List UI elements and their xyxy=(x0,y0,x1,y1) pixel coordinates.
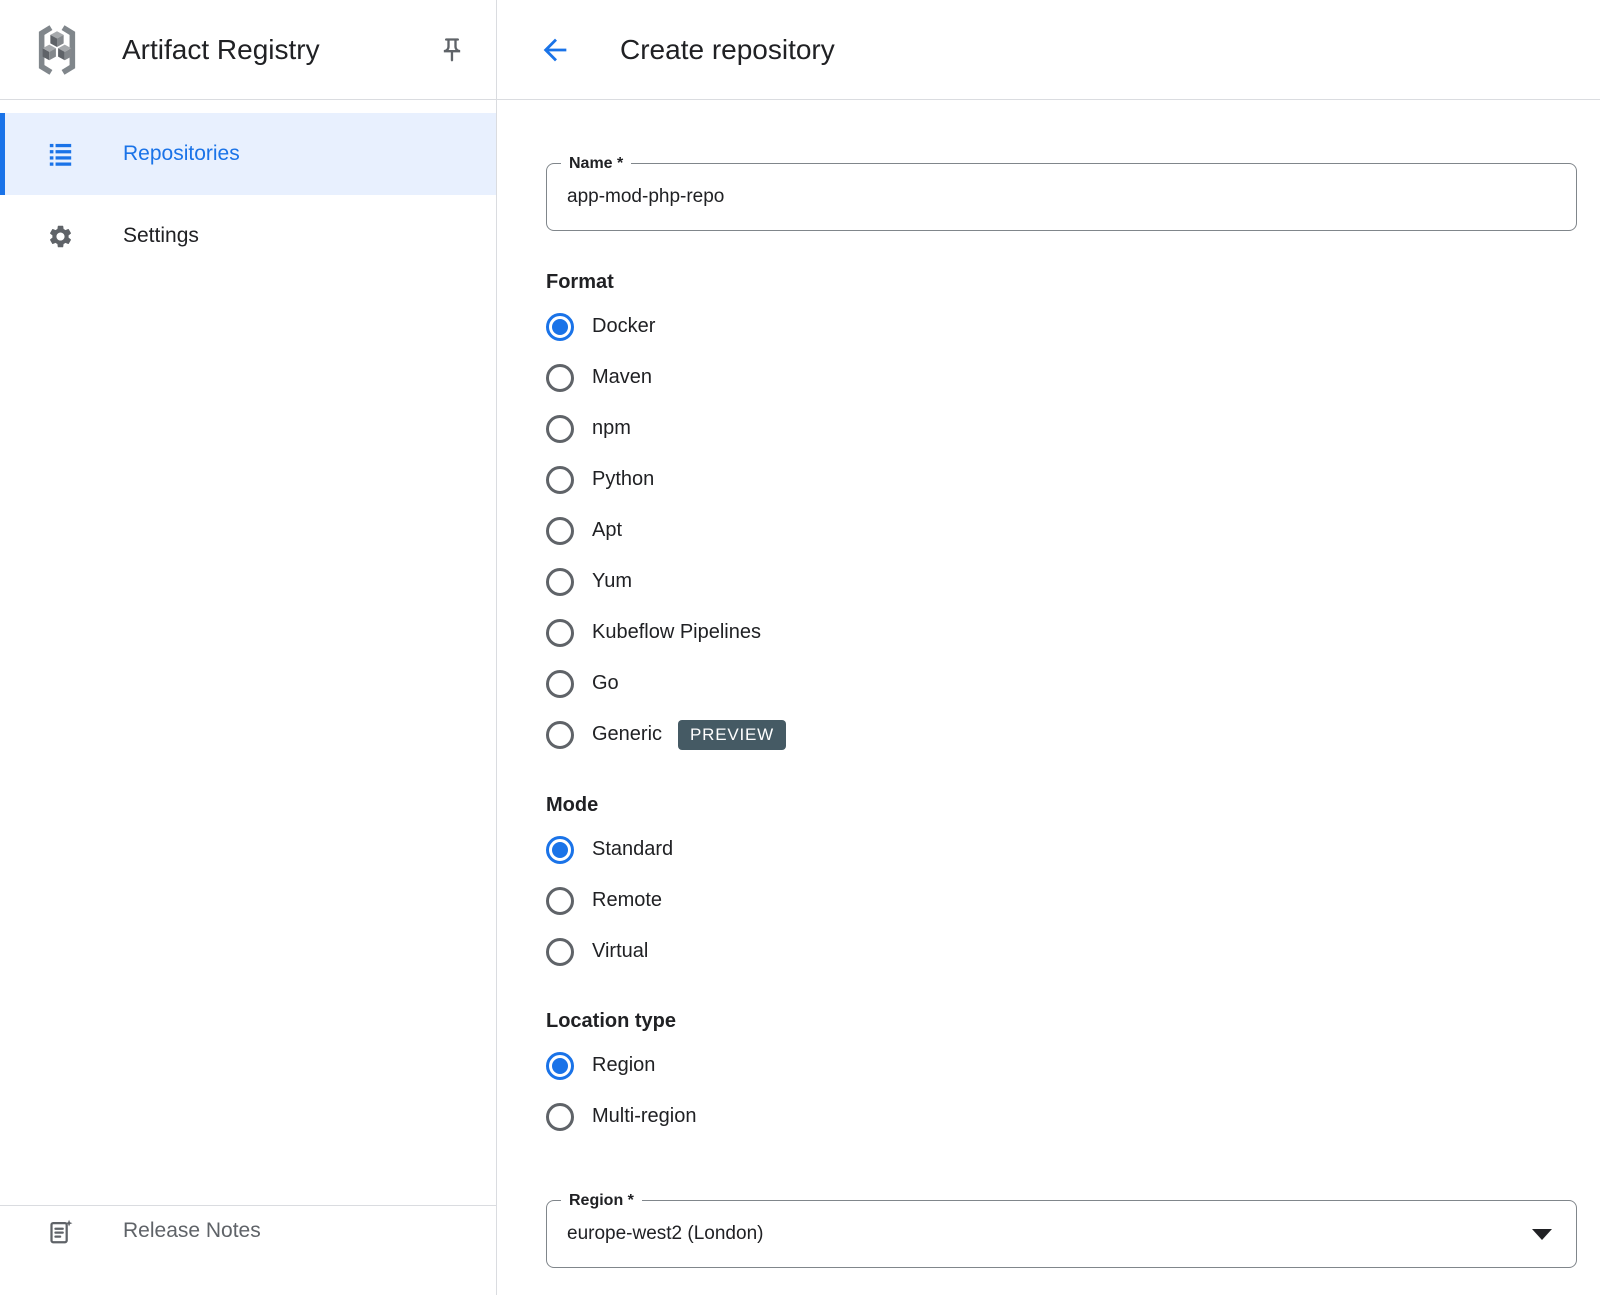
radio-option-label: Kubeflow Pipelines xyxy=(592,621,761,643)
format-radio-option[interactable]: Python xyxy=(546,454,1577,505)
app-title: Artifact Registry xyxy=(122,33,320,65)
format-section-label: Format xyxy=(546,271,614,293)
back-arrow-icon[interactable] xyxy=(538,33,572,67)
radio-option-label: Maven xyxy=(592,366,653,388)
page-header: Create repository xyxy=(497,0,1600,100)
release-notes-link[interactable]: Release Notes xyxy=(0,1207,496,1255)
format-radio-option[interactable]: Go xyxy=(546,658,1577,709)
sidebar-nav: Repositories Settings xyxy=(0,100,496,1205)
radio-option-label: Python xyxy=(592,468,655,490)
name-field-label: Name * xyxy=(561,154,632,173)
radio-option-label: Yum xyxy=(592,570,633,592)
name-input[interactable] xyxy=(547,164,1576,230)
radio-icon[interactable] xyxy=(546,669,574,698)
radio-icon[interactable] xyxy=(546,835,574,864)
radio-icon[interactable] xyxy=(546,567,574,596)
radio-icon[interactable] xyxy=(546,363,574,392)
region-field-label: Region * xyxy=(561,1191,642,1210)
release-notes-icon xyxy=(47,1218,74,1245)
radio-option-label: Region xyxy=(592,1054,656,1076)
radio-icon[interactable] xyxy=(546,1051,574,1080)
location-type-section: Location type Region Multi-region xyxy=(546,1008,1577,1142)
sidebar-header: Artifact Registry xyxy=(0,0,496,100)
radio-option-label: Docker xyxy=(592,315,656,337)
radio-icon[interactable] xyxy=(546,886,574,915)
release-notes-label: Release Notes xyxy=(123,1219,261,1242)
page-title: Create repository xyxy=(620,33,835,65)
region-selected-value: europe-west2 (London) xyxy=(567,1223,764,1244)
format-radio-group: Docker Maven npm xyxy=(546,301,1577,760)
radio-icon[interactable] xyxy=(546,465,574,494)
radio-option-label: Go xyxy=(592,672,619,694)
radio-option-label: Standard xyxy=(592,838,674,860)
format-radio-option[interactable]: npm xyxy=(546,403,1577,454)
mode-radio-option[interactable]: Virtual xyxy=(546,926,1577,977)
format-radio-option[interactable]: Apt xyxy=(546,505,1577,556)
radio-option-label: Virtual xyxy=(592,940,649,962)
format-section: Format Docker Maven xyxy=(546,269,1577,760)
location-type-radio-option[interactable]: Multi-region xyxy=(546,1091,1577,1142)
mode-section: Mode Standard Remote xyxy=(546,792,1577,977)
radio-icon[interactable] xyxy=(546,312,574,341)
format-radio-option[interactable]: Maven xyxy=(546,352,1577,403)
artifact-registry-logo-icon xyxy=(28,21,86,79)
mode-radio-option[interactable]: Remote xyxy=(546,875,1577,926)
radio-option-label: Remote xyxy=(592,889,663,911)
preview-badge: PREVIEW xyxy=(678,719,787,750)
main-panel: Create repository Name * Format Docker xyxy=(497,0,1600,1295)
radio-icon[interactable] xyxy=(546,937,574,966)
sidebar-item-repositories[interactable]: Repositories xyxy=(0,113,496,195)
pin-icon[interactable] xyxy=(438,36,466,64)
sidebar-footer: Release Notes xyxy=(0,1205,496,1295)
list-icon xyxy=(47,141,74,168)
radio-option-label: Apt xyxy=(592,519,623,541)
name-field-container: Name * xyxy=(546,154,1577,231)
radio-option-label: npm xyxy=(592,417,631,439)
gear-icon xyxy=(47,223,74,250)
mode-radio-group: Standard Remote Virtual xyxy=(546,824,1577,977)
region-select[interactable]: Region * europe-west2 (London) xyxy=(546,1191,1577,1268)
mode-section-label: Mode xyxy=(546,794,599,816)
radio-option-label: Generic xyxy=(592,723,663,745)
format-radio-option[interactable]: Generic PREVIEW xyxy=(546,709,1577,760)
radio-icon[interactable] xyxy=(546,1102,574,1131)
dropdown-caret-icon xyxy=(1532,1229,1552,1240)
location-type-radio-group: Region Multi-region xyxy=(546,1040,1577,1142)
format-radio-option[interactable]: Yum xyxy=(546,556,1577,607)
radio-icon[interactable] xyxy=(546,618,574,647)
format-radio-option[interactable]: Kubeflow Pipelines xyxy=(546,607,1577,658)
radio-icon[interactable] xyxy=(546,516,574,545)
radio-option-label: Multi-region xyxy=(592,1105,697,1127)
radio-icon[interactable] xyxy=(546,414,574,443)
mode-radio-option[interactable]: Standard xyxy=(546,824,1577,875)
radio-icon[interactable] xyxy=(546,720,574,749)
sidebar: Artifact Registry Repositories xyxy=(0,0,497,1295)
format-radio-option[interactable]: Docker xyxy=(546,301,1577,352)
sidebar-item-label: Repositories xyxy=(123,142,240,165)
sidebar-item-label: Settings xyxy=(123,224,199,247)
create-repository-form: Name * Format Docker xyxy=(497,100,1600,1268)
location-type-radio-option[interactable]: Region xyxy=(546,1040,1577,1091)
location-type-section-label: Location type xyxy=(546,1010,677,1032)
sidebar-item-settings[interactable]: Settings xyxy=(0,195,496,277)
